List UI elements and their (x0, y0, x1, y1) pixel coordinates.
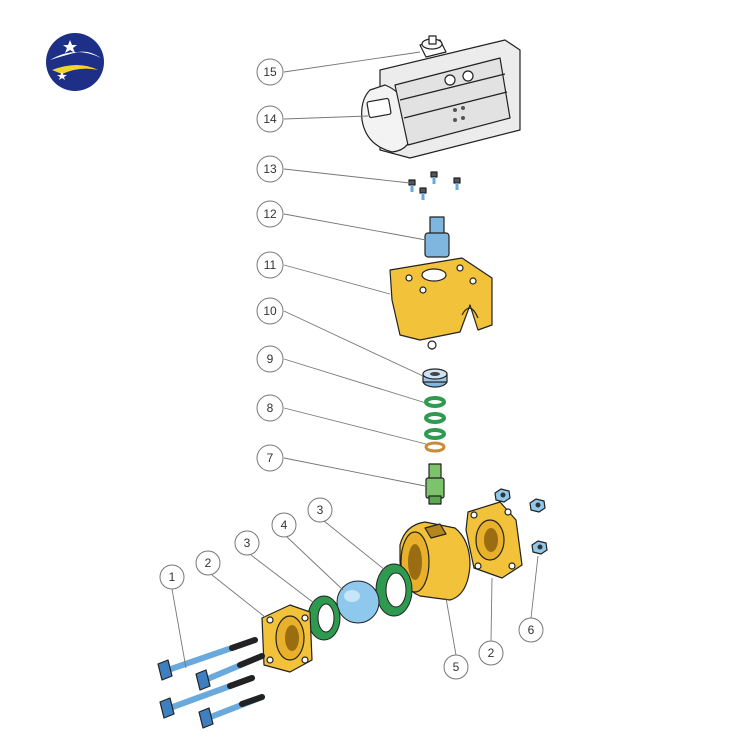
leader-lines (171, 51, 539, 669)
pneumatic-actuator (361, 35, 521, 159)
callout-12: 12 (256, 200, 284, 228)
callout-label: 2 (205, 556, 212, 570)
callout-8: 8 (256, 394, 284, 422)
callout-label: 13 (263, 162, 277, 176)
callout-label: 12 (263, 207, 277, 221)
coupling-shaft (424, 216, 450, 258)
seat-ring-left (307, 595, 341, 641)
stem-nut (422, 368, 448, 388)
callout-2-right: 2 (478, 640, 504, 666)
callout-label: 10 (263, 304, 277, 318)
callout-label: 9 (267, 352, 274, 366)
mounting-screws (408, 171, 461, 200)
callout-label: 2 (488, 646, 495, 660)
callout-label: 1 (169, 570, 176, 584)
valve-ball (336, 580, 380, 624)
callout-label: 8 (267, 401, 274, 415)
callout-7: 7 (256, 444, 284, 472)
callout-2-left: 2 (195, 550, 221, 576)
callout-14: 14 (256, 105, 284, 133)
stem-seal-rings (424, 396, 446, 453)
callout-9: 9 (256, 345, 284, 373)
callout-15: 15 (256, 58, 284, 86)
long-bolts (157, 637, 265, 729)
callout-label: 5 (453, 660, 460, 674)
seat-ring-right (375, 563, 413, 617)
end-cap-left (261, 604, 313, 673)
mounting-bracket (389, 257, 493, 350)
callout-3-right: 3 (307, 497, 333, 523)
callout-label: 3 (317, 503, 324, 517)
callout-1: 1 (159, 564, 185, 590)
callout-3-left: 3 (234, 530, 260, 556)
callout-4: 4 (271, 512, 297, 538)
callout-10: 10 (256, 297, 284, 325)
callout-label: 11 (264, 258, 277, 272)
callout-11: 11 (256, 251, 284, 279)
callout-13: 13 (256, 155, 284, 183)
callout-label: 7 (267, 451, 274, 465)
hex-nuts (494, 488, 548, 555)
callout-6: 6 (518, 617, 544, 643)
brand-logo (46, 33, 104, 91)
callout-label: 4 (281, 518, 288, 532)
callout-label: 14 (263, 112, 277, 126)
callout-label: 3 (244, 536, 251, 550)
end-cap-right (465, 501, 523, 579)
callout-label: 15 (263, 65, 277, 79)
valve-stem (425, 463, 445, 505)
callout-label: 6 (528, 623, 535, 637)
valve-body (399, 521, 471, 601)
callout-5: 5 (443, 654, 469, 680)
